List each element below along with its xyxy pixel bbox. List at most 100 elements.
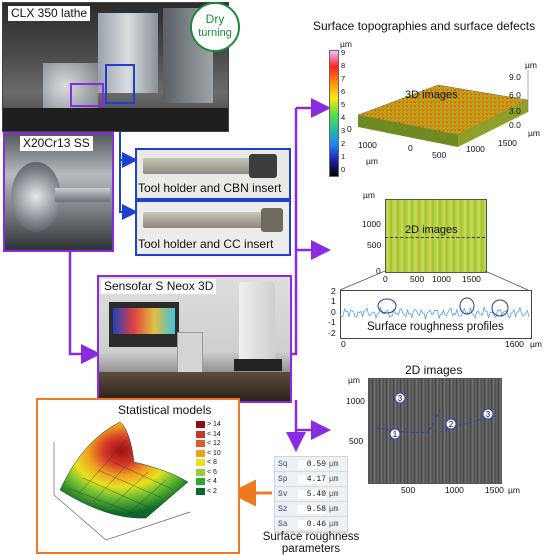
statistical-models-label: Statistical models xyxy=(118,403,212,417)
sensofar-photo xyxy=(97,275,292,403)
label-roughness-profiles: Surface roughness profiles xyxy=(366,321,505,333)
stat-legend-label: < 12 xyxy=(207,440,221,448)
z-tick-3: 0.0 xyxy=(509,120,521,130)
cbn-tool-panel xyxy=(135,148,291,200)
stat-legend-swatch xyxy=(196,440,205,448)
colorbar-tick: 6 xyxy=(341,87,346,96)
img2d-x-0: 0 xyxy=(383,274,388,284)
z-tick-2: 3.0 xyxy=(509,106,521,116)
topo-x-1: 500 xyxy=(432,150,447,160)
img2d-x-2: 1000 xyxy=(432,274,451,284)
param-name: Sq xyxy=(278,459,288,469)
profile-y-4: -2 xyxy=(328,328,336,338)
colorbar-tick: 3 xyxy=(341,126,346,135)
stat-legend-label: > 14 xyxy=(207,421,221,429)
param-name: Sv xyxy=(278,489,288,499)
sem-title: 2D images xyxy=(405,363,463,377)
colorbar-tick: 0 xyxy=(341,165,346,174)
profile-x-start: 0 xyxy=(341,339,346,349)
params-caption-line1: Surface roughness xyxy=(262,531,360,543)
sem-y-1: 500 xyxy=(349,436,364,446)
cc-tool-panel xyxy=(135,200,291,256)
stat-legend: > 14< 14< 12< 10< 8< 6< 4< 2 xyxy=(196,420,221,496)
colorbar-tick: 8 xyxy=(341,61,346,70)
stat-legend-label: < 10 xyxy=(207,449,221,457)
sem-x-2: 1500 xyxy=(485,485,504,495)
dry-turning-badge: Dry turning xyxy=(190,2,240,52)
params-caption-line2: parameters xyxy=(281,543,341,555)
label-2d-images: 2D images xyxy=(405,224,458,236)
workpiece-photo xyxy=(3,132,114,252)
sem-defect-markers: 3 1 2 3 xyxy=(375,392,497,440)
z-tick-1: 6.0 xyxy=(509,90,521,100)
svg-text:3: 3 xyxy=(398,394,403,403)
stat-legend-swatch xyxy=(196,459,205,467)
profile-x-unit: µm xyxy=(530,339,542,349)
colorbar-tick: 2 xyxy=(341,139,346,148)
cc-tool-label: Tool holder and CC insert xyxy=(138,237,274,251)
img2d-x-1: 500 xyxy=(410,274,425,284)
svg-text:2: 2 xyxy=(449,420,454,429)
img2d-x-3: 1500 xyxy=(462,274,481,284)
stat-legend-swatch xyxy=(196,430,205,438)
topo-axis-unit-1: µm xyxy=(366,156,378,166)
param-value: 9.58 xyxy=(298,504,326,514)
sem-defect-marker: 3 xyxy=(394,392,406,404)
params-caption: Surface roughness parameters xyxy=(256,531,366,555)
param-value: 0.59 xyxy=(298,459,326,469)
svg-text:3: 3 xyxy=(486,410,491,419)
param-value: 5.40 xyxy=(298,489,326,499)
profile-y-2: 0 xyxy=(331,307,336,317)
lathe-zoom-box xyxy=(105,64,135,104)
stat-legend-label: < 4 xyxy=(207,478,217,486)
param-unit: µm xyxy=(329,474,339,484)
sem-defect-marker: 1 xyxy=(389,428,401,440)
param-unit: µm xyxy=(329,489,339,499)
stat-legend-item: < 14 xyxy=(196,430,221,440)
topo-x-2: 1000 xyxy=(466,144,485,154)
stat-legend-item: < 12 xyxy=(196,439,221,449)
topo-y-0: 0 xyxy=(347,124,352,134)
param-name: Sp xyxy=(278,474,288,484)
label-3d-images: 3D images xyxy=(405,89,458,101)
surface-3d-plot xyxy=(357,70,529,147)
z-tick-0: 9.0 xyxy=(509,72,521,82)
response-surface-plot xyxy=(53,421,191,541)
svg-text:1: 1 xyxy=(393,430,398,439)
turning-label: turning xyxy=(198,27,232,39)
stat-legend-item: < 10 xyxy=(196,449,221,459)
topo-y-1: 1000 xyxy=(358,140,377,150)
profile-y-0: 2 xyxy=(331,286,336,296)
colorbar-tick: 9 xyxy=(341,48,346,57)
arrow-workpiece-to-sensofar xyxy=(68,250,101,364)
topo-x-0: 0 xyxy=(408,143,413,153)
param-unit: µm xyxy=(329,459,339,469)
sem-defect-marker: 3 xyxy=(482,408,494,420)
stat-legend-swatch xyxy=(196,487,205,495)
stat-legend-item: > 14 xyxy=(196,420,221,430)
sem-x-0: 500 xyxy=(401,485,416,495)
param-value: 0.46 xyxy=(298,519,326,529)
workpiece-label: X20Cr13 SS xyxy=(20,136,93,151)
img2d-y-1: 500 xyxy=(367,240,382,250)
profile-y-3: -1 xyxy=(328,317,336,327)
arrow-to-cc xyxy=(119,160,138,220)
sem-x-unit: µm xyxy=(508,485,520,495)
profile-x-end: 1600 xyxy=(505,339,524,349)
stat-legend-label: < 2 xyxy=(207,487,217,495)
stat-legend-item: < 2 xyxy=(196,487,221,497)
stat-legend-swatch xyxy=(196,478,205,486)
roughness-profile-line xyxy=(339,297,530,320)
sem-unit: µm xyxy=(348,375,360,385)
sem-x-1: 1000 xyxy=(445,485,464,495)
stat-legend-item: < 8 xyxy=(196,458,221,468)
topo-x-3: 1500 xyxy=(498,138,517,148)
